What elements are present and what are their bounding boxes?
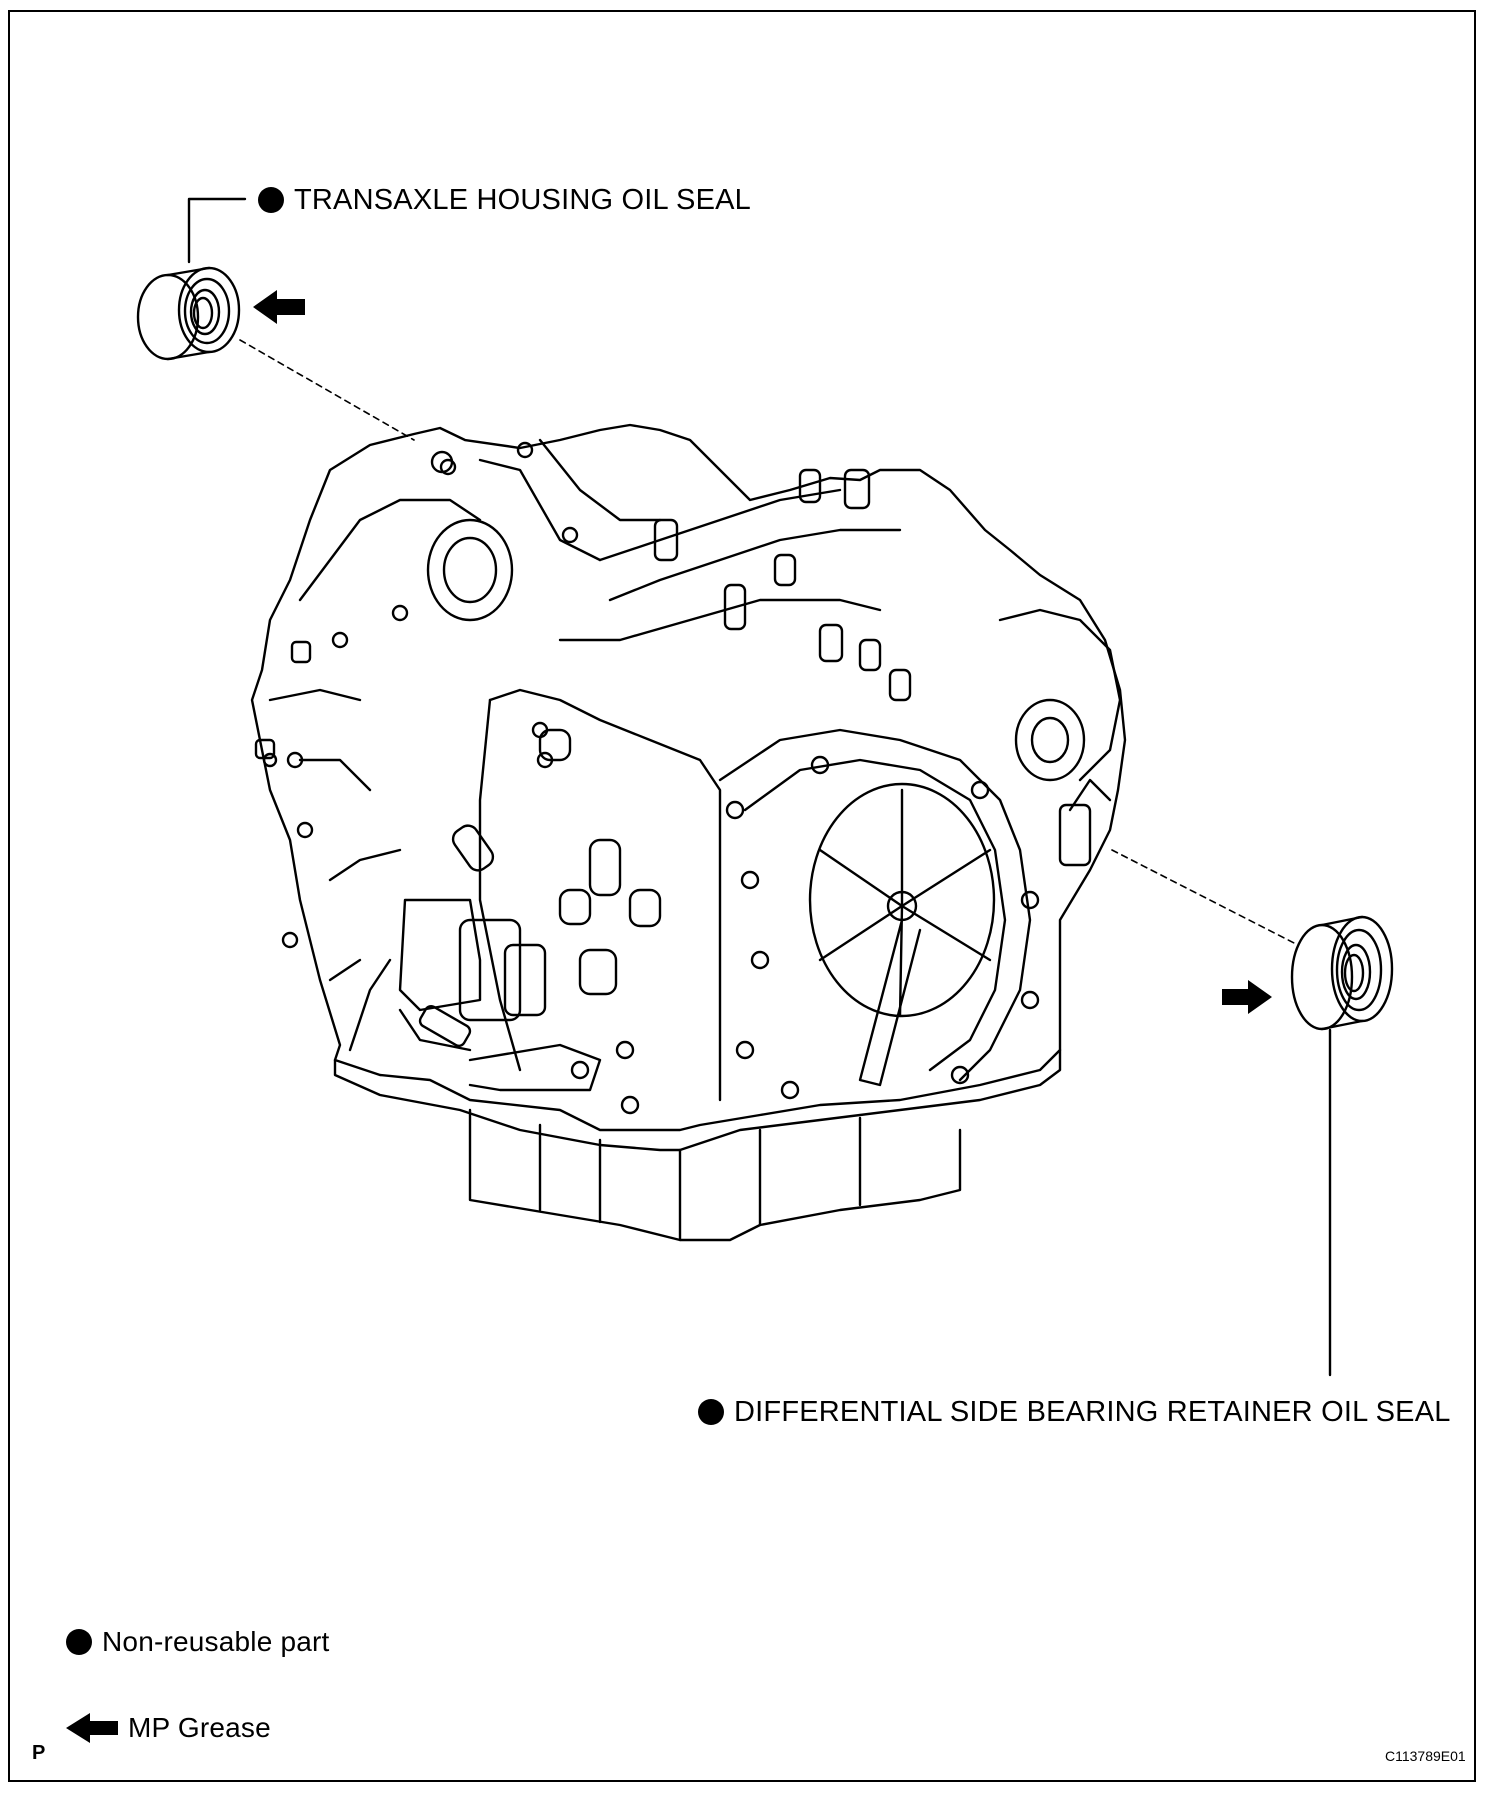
non-reusable-dot-icon [698,1399,724,1425]
grease-arrow-right [1222,980,1272,1014]
figure-code: C113789E01 [1385,1748,1466,1764]
legend-non-reusable: Non-reusable part [66,1626,330,1658]
differential-oil-seal-label: DIFFERENTIAL SIDE BEARING RETAINER OIL S… [698,1396,1451,1429]
left-arrow-icon [66,1713,118,1743]
non-reusable-dot-icon [258,187,284,213]
diagram-frame [8,10,1476,1782]
differential-oil-seal-part [1290,915,1394,1377]
non-reusable-dot-icon [66,1629,92,1655]
transaxle-housing-oil-seal-part [136,197,247,361]
page-mark: P [32,1742,46,1764]
legend-mp-grease: MP Grease [66,1712,271,1744]
transaxle-assembly [250,423,1127,1242]
grease-arrow-top [253,290,305,324]
transaxle-housing-oil-seal-label: TRANSAXLE HOUSING OIL SEAL [258,184,751,217]
